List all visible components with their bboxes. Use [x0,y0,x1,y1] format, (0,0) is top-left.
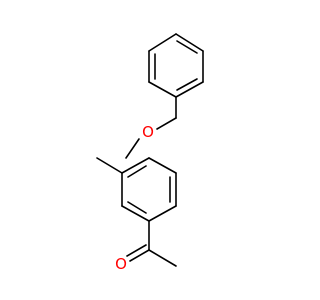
acetyl-group: O [115,220,177,273]
bond [148,33,177,52]
methyl-group [96,157,123,174]
bond [175,81,204,98]
double-bond-inner [176,78,198,91]
bond [148,157,177,174]
central-ring [121,157,177,222]
carbonyl-oxygen-label: O [115,255,127,273]
bond [148,205,177,222]
bond [121,205,150,222]
benzyloxy-linker: O [125,96,177,159]
molecule-canvas: O O [96,33,204,273]
bond [148,249,177,267]
phenyl-ring [148,33,204,98]
carbonyl-bond [129,249,150,262]
ether-oxygen-label: O [142,123,154,141]
carbonyl-bond [126,244,147,257]
double-bond-inner [176,40,198,54]
bond [156,117,177,130]
bond [121,157,150,174]
double-bond-inner [127,165,147,178]
molecule-structure: O O [96,33,204,273]
bond [175,33,204,52]
bond [148,81,177,98]
bond [96,157,123,174]
bond [125,138,140,159]
double-bond-inner [127,201,147,214]
